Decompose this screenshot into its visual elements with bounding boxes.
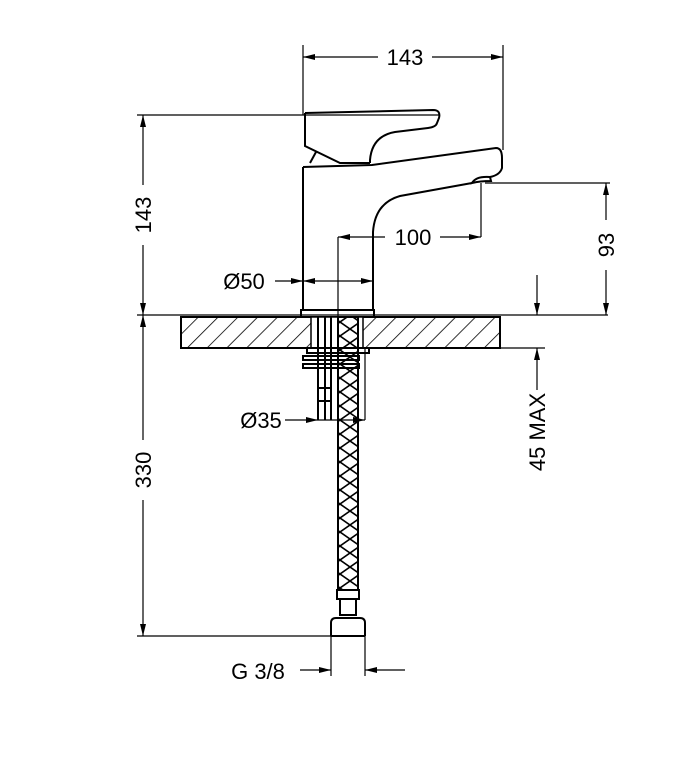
dim-spout-height-label: 93 bbox=[594, 233, 619, 257]
dim-hose-length-label: 330 bbox=[131, 452, 156, 489]
dim-spout-reach-label: 100 bbox=[395, 225, 432, 250]
dim-shank-diameter-label: Ø35 bbox=[240, 408, 282, 433]
dim-deck-thickness-label: 45 MAX bbox=[525, 393, 550, 472]
dimension-overall-height: 143 bbox=[131, 114, 608, 316]
braided-hose bbox=[330, 316, 366, 676]
dimension-spout-height: 93 bbox=[485, 182, 619, 315]
faucet-body bbox=[300, 108, 503, 318]
dim-connection-label: G 3/8 bbox=[231, 659, 285, 684]
dimension-spout-reach: 100 bbox=[337, 183, 482, 420]
dim-base-diameter-label: Ø50 bbox=[223, 269, 265, 294]
dimension-overall-width: 143 bbox=[302, 45, 504, 150]
dim-overall-width-label: 143 bbox=[387, 45, 424, 70]
dimension-base-diameter: Ø50 bbox=[223, 269, 374, 310]
dimension-connection-thread: G 3/8 bbox=[231, 659, 405, 684]
dimension-deck-thickness: 45 MAX bbox=[500, 275, 550, 471]
dim-overall-height-label: 143 bbox=[131, 197, 156, 234]
dimension-hose-length: 330 bbox=[131, 315, 333, 637]
dimension-shank-diameter: Ø35 bbox=[240, 408, 365, 433]
